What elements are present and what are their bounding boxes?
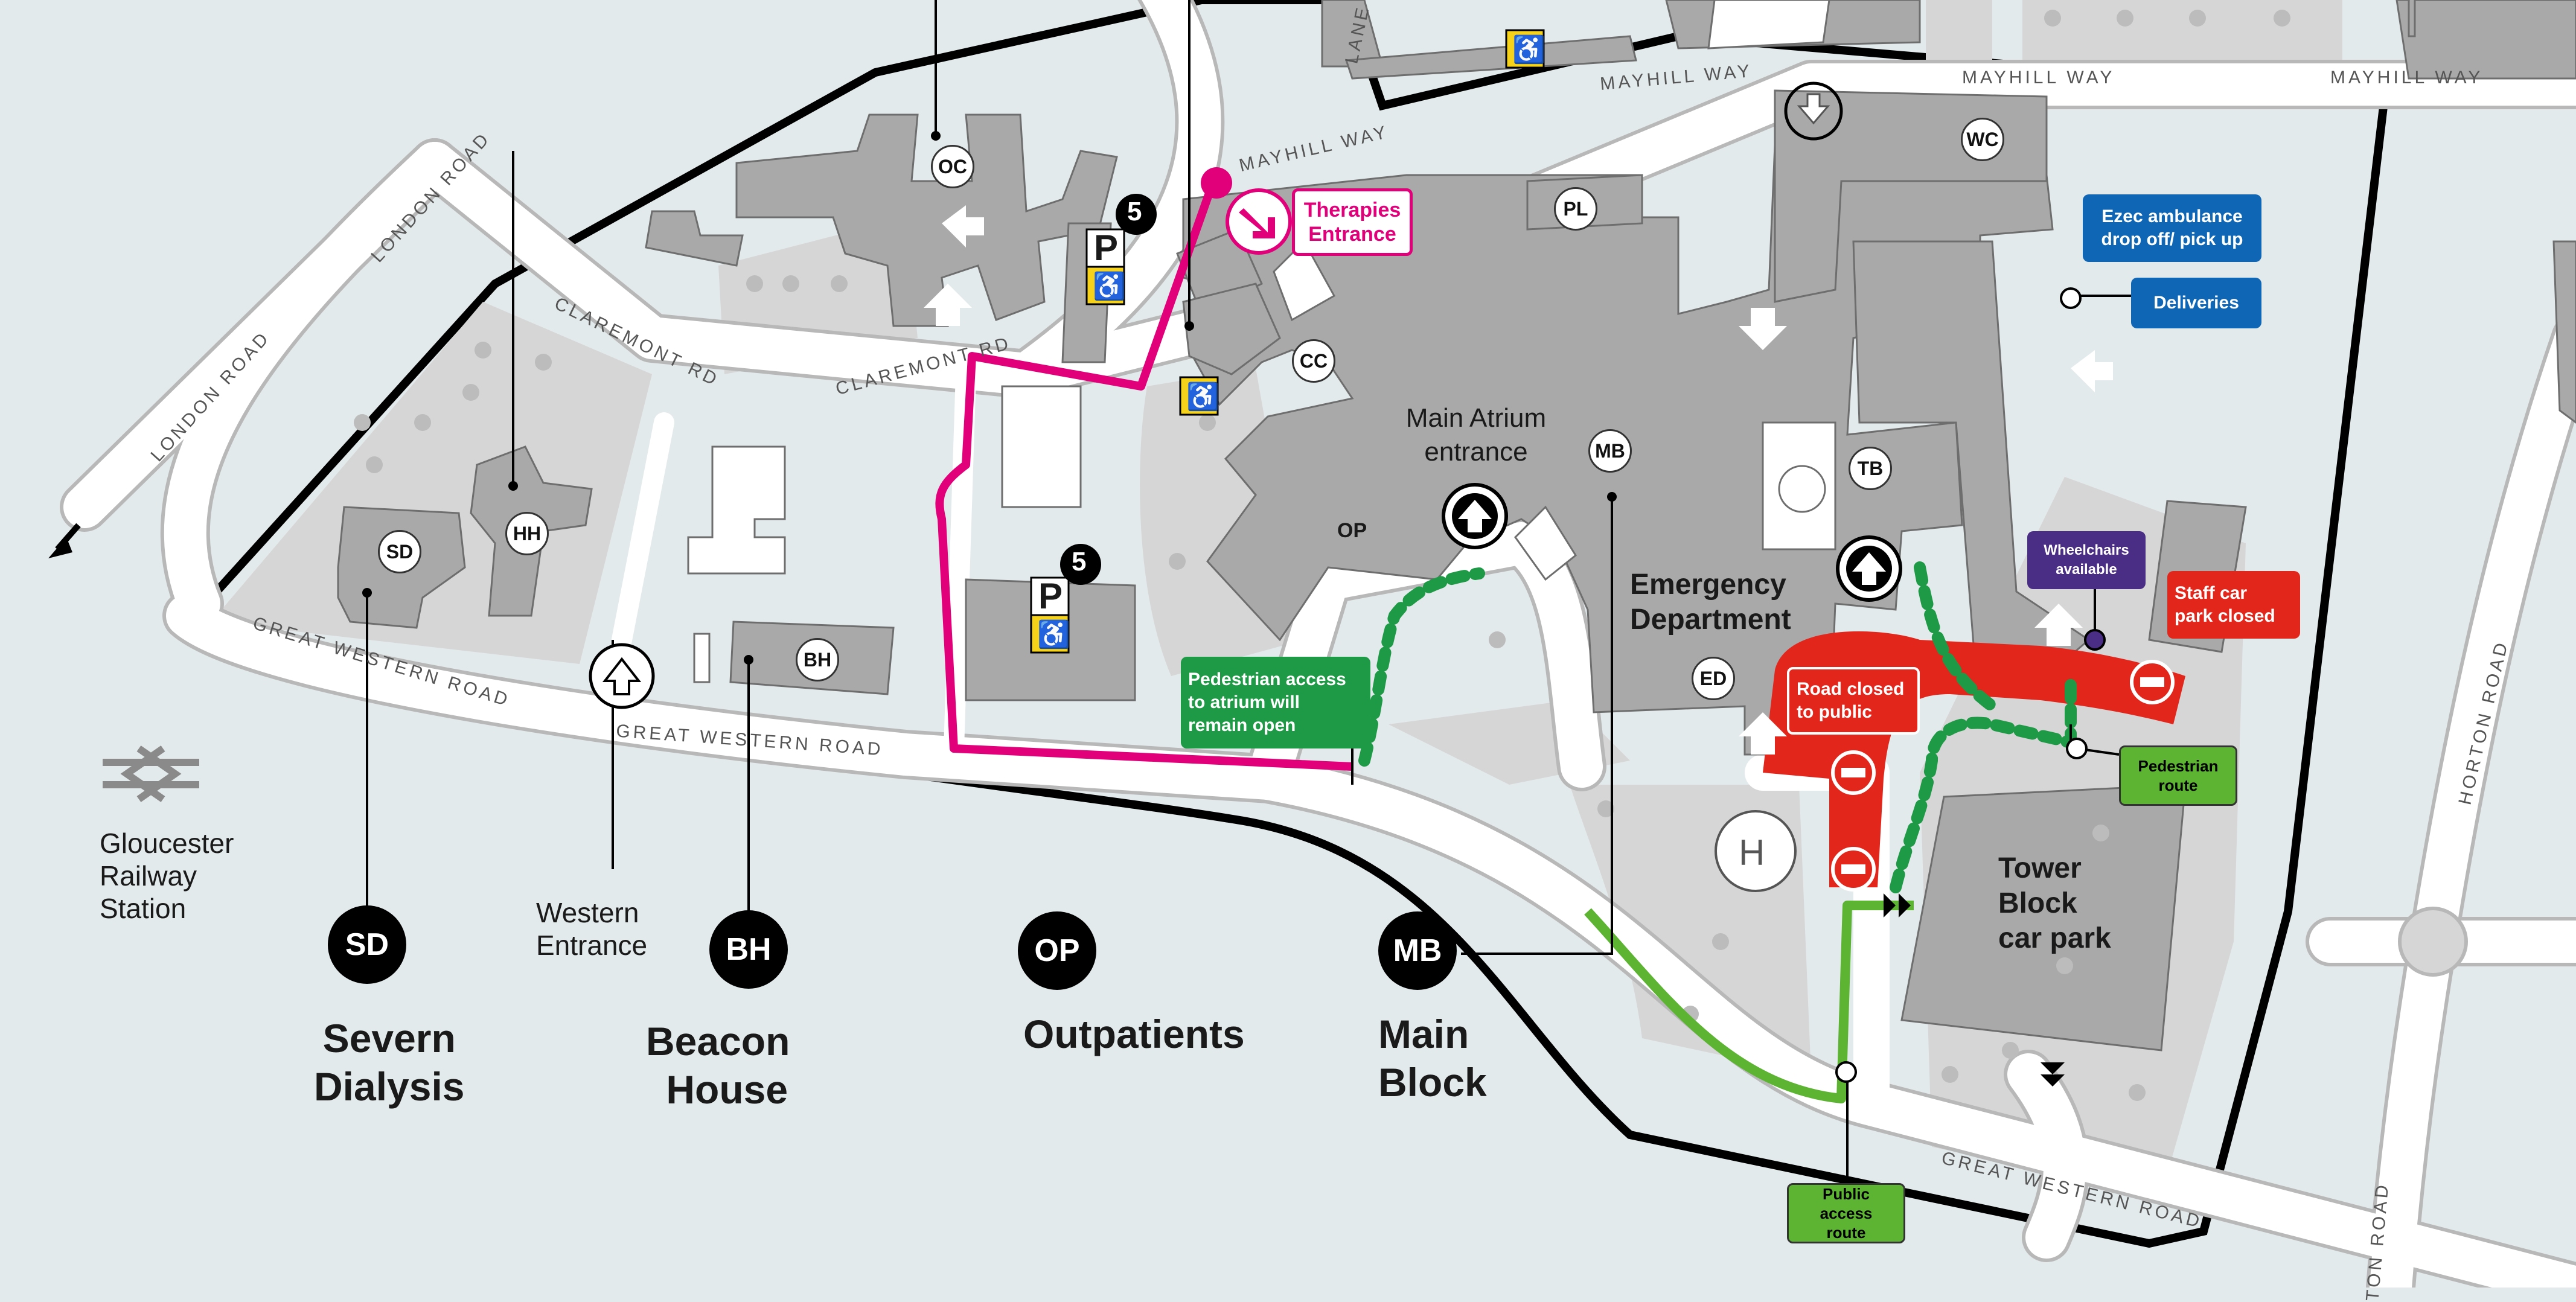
building-code-mb[interactable]: MB (1588, 429, 1632, 473)
public-access-route (1584, 901, 1914, 1103)
accessible-icon: ♿ (1512, 35, 1545, 65)
building-code-bh[interactable]: BH (796, 638, 839, 681)
legend-code-mb[interactable]: MB (1378, 911, 1457, 990)
legend-code-sd[interactable]: SD (328, 905, 406, 984)
building-cc-2 (1182, 282, 1281, 375)
western-entrance-label: Western Entrance (536, 897, 648, 961)
building-code-oc[interactable]: OC (931, 145, 974, 188)
road-label-mayhill-way: MAYHILL WAY (1962, 68, 2115, 88)
legend-name-severn-dialysis: Severn Dialysis (314, 1016, 465, 1109)
trees (354, 10, 2290, 1101)
delivery-pin (2060, 287, 2082, 309)
building-far-ne (2395, 0, 2576, 80)
parking-number: 5 (1072, 547, 1087, 576)
white-buildings (687, 0, 1836, 683)
public-route-pin (1835, 1061, 1857, 1083)
railway-station-label: Gloucester Railway Station (100, 828, 234, 924)
building-code-pl[interactable]: PL (1554, 187, 1597, 231)
building-code-ed[interactable]: ED (1692, 657, 1735, 700)
building-horton (2552, 240, 2576, 424)
parking-letter: P (1094, 228, 1119, 268)
parking-letter: P (1038, 576, 1063, 616)
wheelchair-pin (2084, 629, 2106, 651)
building-label-op: OP (1337, 519, 1367, 542)
no-entry-signs (1831, 660, 2175, 892)
therapies-route-start (1201, 167, 1232, 199)
road-label-mayhill-way: MAYHILL WAY (2330, 68, 2484, 88)
entrance-icons (589, 81, 1902, 892)
railway-icon (103, 745, 199, 802)
deliveries-callout[interactable]: Deliveries (2131, 278, 2261, 328)
building-far-ne-2 (2408, 0, 2416, 37)
tower-block-label: Tower Block car park (1998, 852, 2111, 954)
pedestrian-route-atrium (1358, 567, 1485, 767)
legend-name-main-block: Main Block (1378, 1012, 1487, 1105)
accessible-parking-icons (1030, 29, 1545, 654)
legend-name-beacon-house: Beacon House (646, 1019, 790, 1112)
pedestrian-route-pin (2066, 738, 2088, 759)
building-tower-block (1900, 783, 2187, 1051)
entry-arrows (924, 205, 2113, 755)
therapies-route (935, 179, 1353, 771)
building-code-cc[interactable]: CC (1292, 339, 1335, 383)
legend-name-outpatients: Outpatients (1023, 1012, 1245, 1056)
tower-block-arrows (1884, 893, 2065, 1087)
building-code-wc[interactable]: WC (1961, 118, 2004, 161)
therapies-entrance-icon (1226, 188, 1292, 255)
legend-code-bh[interactable]: BH (709, 910, 788, 989)
building-code-tb[interactable]: TB (1849, 447, 1892, 490)
building-code-hh[interactable]: HH (505, 512, 549, 555)
leader-lines (366, 0, 2131, 1189)
building-code-sd[interactable]: SD (378, 530, 421, 573)
accessible-icon: ♿ (1186, 382, 1219, 412)
legend-code-op[interactable]: OP (1018, 911, 1096, 990)
accessible-icon: ♿ (1093, 272, 1126, 301)
pedestrian-route-tower (1890, 561, 2077, 893)
building-oc-west (645, 210, 744, 267)
helipad-label: H (1739, 832, 1765, 873)
leader-dots (362, 131, 1617, 665)
main-atrium-label: Main Atrium entrance (1405, 403, 1547, 467)
west-arrow-icon (48, 523, 81, 558)
parking-number: 5 (1127, 197, 1142, 226)
accessible-icon: ♿ (1037, 620, 1070, 649)
emergency-department-label: Emergency Department (1630, 569, 1791, 636)
roundabout (2398, 907, 2468, 977)
